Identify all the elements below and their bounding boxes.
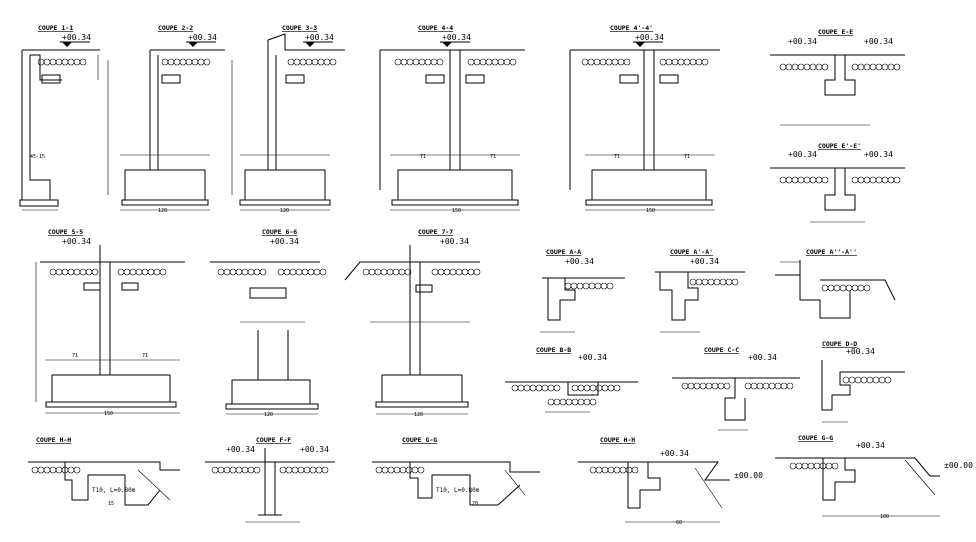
section-ep-ep: COUPE E'-E' +00.34 +00.34: [770, 142, 905, 223]
level-label: +00.34: [846, 347, 875, 356]
section-title: COUPE F-F: [256, 436, 291, 444]
level-right: ±00.00: [944, 461, 973, 470]
section-2-2: COUPE 2-2 +00.34 120: [107, 24, 225, 214]
svg-text:45-15: 45-15: [30, 154, 45, 160]
level-left: +00.34: [788, 150, 817, 159]
svg-text:120: 120: [280, 208, 289, 214]
svg-text:120: 120: [264, 412, 273, 418]
bar-note: T10, L=0.80m: [436, 487, 480, 494]
level-right: +00.34: [300, 445, 329, 454]
level-label: +00.34: [62, 237, 91, 246]
section-title: COUPE E-E: [818, 28, 853, 36]
section-b-b: COUPE B-B +00.34: [505, 346, 638, 413]
svg-text:120: 120: [158, 208, 167, 214]
section-ap-ap: COUPE A'-A' +00.34: [655, 248, 745, 333]
dim-label: 20: [472, 501, 478, 507]
section-title: COUPE D-D: [822, 340, 857, 348]
level-label: +00.34: [690, 257, 719, 266]
section-title: COUPE B-B: [536, 346, 571, 354]
section-title: COUPE A'-A': [670, 248, 713, 256]
section-app-app: COUPE A''-A'': [775, 248, 896, 319]
section-a-a: COUPE A-A +00.34: [540, 248, 625, 333]
svg-text:150: 150: [646, 208, 655, 214]
svg-text:71: 71: [72, 353, 78, 359]
section-title: COUPE C-C: [704, 346, 739, 354]
svg-text:150: 150: [452, 208, 461, 214]
level-right: +00.34: [864, 150, 893, 159]
section-e-e: COUPE E-E +00.34 +00.34: [770, 28, 905, 126]
level-label: +00.34: [578, 353, 607, 362]
level-left: +00.34: [226, 445, 255, 454]
section-title: COUPE E'-E': [818, 142, 861, 150]
dim-label: 15: [108, 501, 114, 507]
section-c-c: COUPE C-C +00.34: [672, 346, 800, 431]
bar-note: T10, L=0.80m: [92, 487, 136, 494]
section-title: COUPE G-G: [798, 434, 833, 442]
level-label: +00.34: [635, 33, 664, 42]
section-1-1: COUPE 1-1 +00.34 45-15: [19, 24, 100, 211]
svg-text:120: 120: [414, 412, 423, 418]
section-g-g-left: COUPE G-G T10, L=0.80m 20: [372, 436, 540, 507]
section-title: COUPE 4-4: [418, 24, 453, 32]
section-6-6: COUPE 6-6 +00.34 120: [210, 228, 327, 418]
level-label: +00.34: [305, 33, 334, 42]
section-g-g-right: COUPE G-G +00.34 ±00.00 100: [775, 434, 973, 520]
section-d-d: COUPE D-D +00.34: [821, 340, 905, 423]
section-title: COUPE 4'-4': [610, 24, 653, 32]
section-5-5: COUPE 5-5 +00.34 71 71 150: [35, 228, 185, 417]
dim-label: 100: [880, 514, 889, 520]
section-title: COUPE A''-A'': [806, 248, 857, 256]
level-label: +00.34: [565, 257, 594, 266]
section-title: COUPE 2-2: [158, 24, 193, 32]
level-left: +00.34: [788, 37, 817, 46]
svg-text:71: 71: [142, 353, 148, 359]
svg-text:71: 71: [490, 154, 496, 160]
level-label: +00.34: [188, 33, 217, 42]
level-label: +00.34: [442, 33, 471, 42]
section-title: COUPE 6-6: [262, 228, 297, 236]
level-right: ±00.00: [734, 471, 763, 480]
section-title: COUPE 1-1: [38, 24, 73, 32]
section-title: COUPE 3-3: [282, 24, 317, 32]
section-3-3: COUPE 3-3 +00.34 120: [231, 24, 345, 214]
level-right: +00.34: [864, 37, 893, 46]
section-7-7: COUPE 7-7 +00.34 120: [344, 228, 481, 418]
level-label: +00.34: [856, 441, 885, 450]
section-4p-4p: COUPE 4'-4' +00.34 71 71 150: [569, 24, 720, 214]
level-label: +00.34: [440, 237, 469, 246]
svg-text:71: 71: [420, 154, 426, 160]
section-title: COUPE 5-5: [48, 228, 83, 236]
level-label: +00.34: [660, 449, 689, 458]
section-f-f: COUPE F-F +00.34 +00.34: [205, 436, 335, 523]
level-label: +00.34: [62, 33, 91, 42]
svg-text:150: 150: [104, 411, 113, 417]
level-label: +00.34: [748, 353, 777, 362]
svg-text:71: 71: [684, 154, 690, 160]
svg-text:71: 71: [614, 154, 620, 160]
section-title: COUPE H-H: [36, 436, 71, 444]
section-4-4: COUPE 4-4 +00.34 71 71 150: [379, 24, 525, 214]
section-title: COUPE 7-7: [418, 228, 453, 236]
section-title: COUPE H-H: [600, 436, 635, 444]
section-h-h-left: COUPE H-H T10, L=0.80m 15: [28, 436, 180, 507]
dim-label: 60: [676, 520, 682, 526]
section-h-h-right: COUPE H-H +00.34 ±00.00 60: [578, 436, 763, 526]
section-title: COUPE G-G: [402, 436, 437, 444]
section-title: COUPE A-A: [546, 248, 581, 256]
level-label: +00.34: [270, 237, 299, 246]
